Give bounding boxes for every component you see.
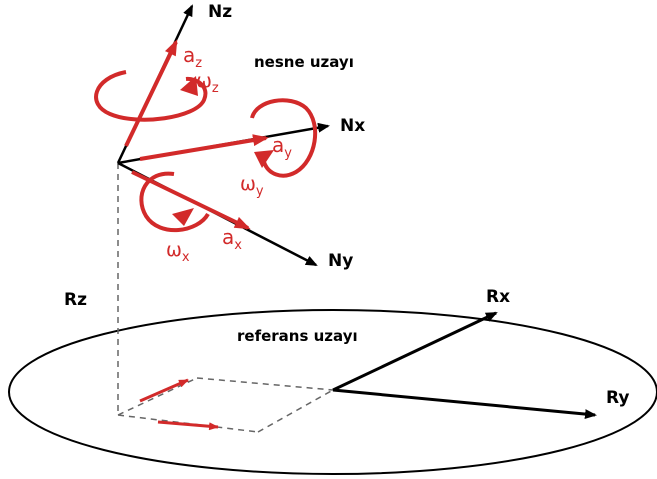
ny-label: Ny [328, 251, 353, 271]
rz-label: Rz [64, 290, 87, 310]
omega-y-arc [250, 98, 318, 178]
ay-vector [139, 134, 269, 161]
omega-y-label: ωy [240, 173, 264, 199]
ry-label: Ry [606, 388, 629, 408]
ax-label: ax [222, 225, 242, 253]
reference-space-label: referans uzayı [237, 327, 358, 345]
omega-x-label: ωx [166, 239, 190, 265]
reference-axes [332, 311, 597, 420]
reference-plane-ellipse [8, 309, 657, 475]
ry-axis [332, 388, 597, 420]
ax-vector [131, 170, 251, 230]
rx-label: Rx [486, 287, 510, 307]
acceleration-vectors [124, 39, 269, 230]
az-vector [124, 39, 178, 147]
rx-axis [332, 311, 498, 392]
nx-label: Nx [340, 116, 365, 136]
nz-label: Nz [208, 2, 232, 22]
ay-label: ay [272, 133, 292, 161]
omega-z-label: ωz [196, 70, 219, 96]
omega-x-arc [139, 171, 210, 232]
az-label: az [183, 43, 202, 71]
projected-red-vectors [139, 378, 219, 431]
omega-z-arc [94, 70, 208, 122]
object-space-label: nesne uzayı [254, 53, 354, 71]
projection-dashes [117, 163, 334, 433]
rotation-arcs [94, 70, 318, 232]
